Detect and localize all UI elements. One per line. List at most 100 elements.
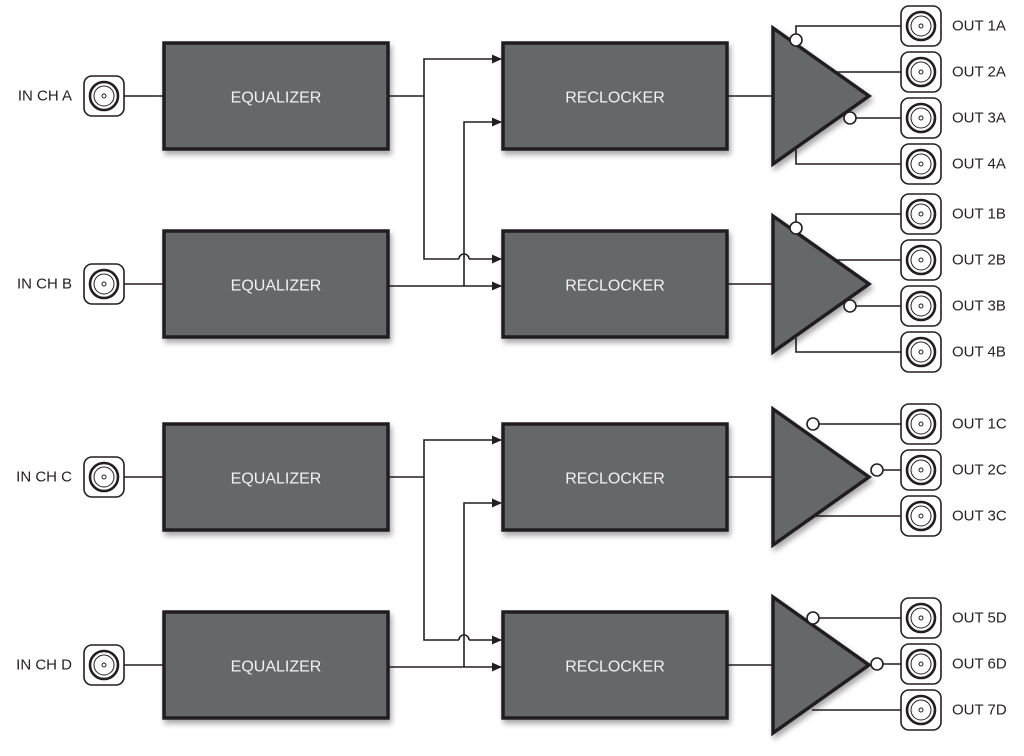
output-label: OUT 3A <box>952 110 1006 127</box>
connector-inner-ring <box>910 699 932 721</box>
connector-pin <box>101 474 107 480</box>
connector-inner-ring <box>910 341 932 363</box>
channel-a: EQUALIZER RECLOCKER <box>162 24 873 168</box>
output-connector[interactable] <box>900 689 942 731</box>
connector-inner-ring <box>93 273 115 295</box>
equalizer-label: EQUALIZER <box>231 278 322 295</box>
output-wire <box>795 338 901 353</box>
equalizer-label: EQUALIZER <box>231 659 322 676</box>
connector-inner-ring <box>910 61 932 83</box>
output-label: OUT 1A <box>952 18 1006 35</box>
output-connector[interactable] <box>900 597 942 639</box>
output-label: OUT 5D <box>952 610 1007 627</box>
connector-pin <box>918 615 924 621</box>
output-connector[interactable] <box>900 285 942 327</box>
connector-pin <box>918 211 924 217</box>
reclocker-block <box>501 610 729 720</box>
input-label: IN CH D <box>16 657 72 674</box>
output-wire <box>795 25 901 36</box>
crosslink-wire <box>423 54 502 96</box>
input-label: IN CH B <box>17 276 72 293</box>
inverter-bubble <box>789 33 803 47</box>
output-label: OUT 3B <box>952 298 1006 315</box>
input-connector-b[interactable] <box>83 263 125 305</box>
equalizer-block <box>162 610 390 720</box>
crosslink-wire <box>463 117 502 286</box>
input-label: IN CH A <box>18 88 72 105</box>
output-connector[interactable] <box>900 449 942 491</box>
equalizer-block <box>162 41 390 151</box>
connector-inner-ring <box>910 607 932 629</box>
connector-pin <box>918 257 924 263</box>
input-connector-c[interactable] <box>83 456 125 498</box>
inverter-bubble <box>870 657 884 671</box>
connector-inner-ring <box>93 466 115 488</box>
channel-c: EQUALIZER RECLOCKER <box>162 405 873 549</box>
equalizer-label: EQUALIZER <box>231 471 322 488</box>
output-connector[interactable] <box>900 51 942 93</box>
connector-inner-ring <box>910 153 932 175</box>
reclocker-block <box>501 229 729 339</box>
crosslink-wire <box>423 477 459 641</box>
equalizer-block <box>162 229 390 339</box>
connector-pin <box>918 115 924 121</box>
output-connector[interactable] <box>900 97 942 139</box>
connector-pin <box>918 23 924 29</box>
output-connector[interactable] <box>900 643 942 685</box>
inverter-bubble <box>789 221 803 235</box>
inverter-bubble <box>806 417 820 431</box>
output-label: OUT 6D <box>952 656 1007 673</box>
connector-inner-ring <box>93 654 115 676</box>
buffer-amplifier-icon <box>771 24 873 168</box>
input-connector-a[interactable] <box>83 75 125 117</box>
output-label: OUT 2C <box>952 462 1007 479</box>
output-label: OUT 4A <box>952 156 1006 173</box>
equalizer-block <box>162 422 390 532</box>
output-label: OUT 2A <box>952 64 1006 81</box>
output-label: OUT 3C <box>952 508 1007 525</box>
reclocker-label: RECLOCKER <box>565 471 665 488</box>
equalizer-label: EQUALIZER <box>231 90 322 107</box>
output-label: OUT 1B <box>952 206 1006 223</box>
connector-pin <box>101 662 107 668</box>
output-connector[interactable] <box>900 193 942 235</box>
connector-pin <box>918 303 924 309</box>
connector-inner-ring <box>910 249 932 271</box>
output-connector[interactable] <box>900 403 942 445</box>
connector-pin <box>918 349 924 355</box>
buffer-amplifier-icon <box>771 593 873 737</box>
connector-inner-ring <box>910 203 932 225</box>
output-connector[interactable] <box>900 239 942 281</box>
connector-inner-ring <box>93 85 115 107</box>
connector-pin <box>918 661 924 667</box>
reclocker-label: RECLOCKER <box>565 90 665 107</box>
connector-inner-ring <box>910 653 932 675</box>
output-label: OUT 2B <box>952 252 1006 269</box>
connector-pin <box>918 467 924 473</box>
output-label: OUT 1C <box>952 416 1007 433</box>
output-connector[interactable] <box>900 495 942 537</box>
reclocker-block <box>501 41 729 151</box>
crosslink-wire <box>423 435 502 477</box>
input-connector-d[interactable] <box>83 644 125 686</box>
connector-inner-ring <box>910 413 932 435</box>
inverter-bubble <box>843 111 857 125</box>
output-connector[interactable] <box>900 5 942 47</box>
output-label: OUT 4B <box>952 344 1006 361</box>
output-connector[interactable] <box>900 143 942 185</box>
connector-inner-ring <box>910 505 932 527</box>
crosslink-wire <box>463 498 502 667</box>
connector-inner-ring <box>910 459 932 481</box>
connector-pin <box>918 69 924 75</box>
connector-inner-ring <box>910 107 932 129</box>
output-connector[interactable] <box>900 331 942 373</box>
crosslink-wire <box>423 96 459 260</box>
buffer-amplifier-icon <box>771 212 873 356</box>
connector-pin <box>918 421 924 427</box>
inverter-bubble <box>806 611 820 625</box>
reclocker-block <box>501 422 729 532</box>
